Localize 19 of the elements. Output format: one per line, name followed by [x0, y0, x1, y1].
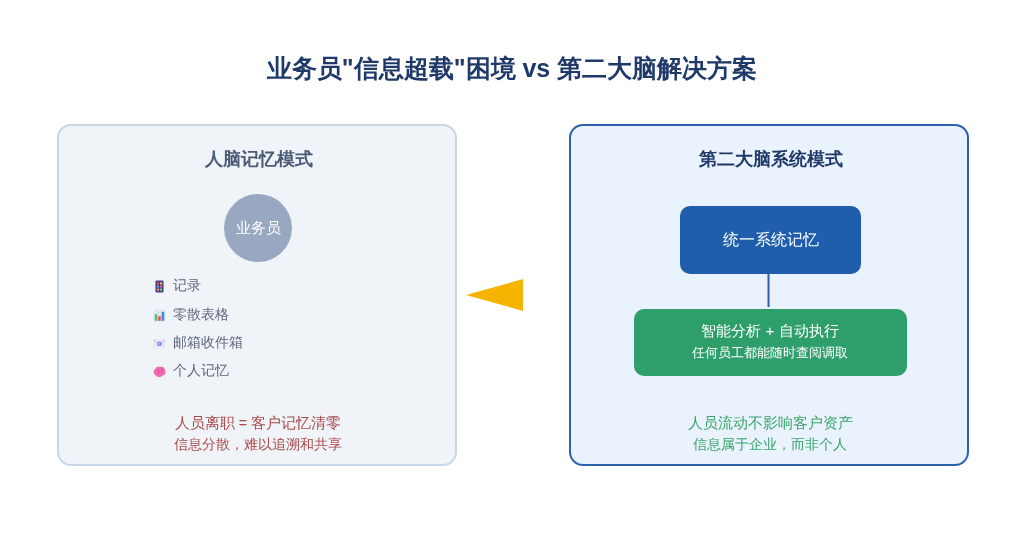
role-circle: 业务员: [224, 194, 292, 262]
note-text: 人员离职 = 客户记忆清零: [174, 413, 342, 433]
panel-heading: 第二大脑系统模式: [699, 147, 843, 171]
panel: [57, 124, 457, 466]
list-item: 记录: [173, 277, 201, 295]
list-item: 零散表格: [173, 306, 229, 324]
panel-heading: 人脑记忆模式: [205, 147, 313, 171]
connector-line: [767, 271, 770, 308]
process-box: 统一系统记忆: [680, 206, 861, 274]
title: 业务员"信息超载"困境 vs 第二大脑解决方案: [266, 53, 758, 85]
list-item: 个人记忆: [173, 362, 229, 380]
box-heading: 智能分析 + 自动执行: [701, 321, 839, 341]
panel: [569, 124, 969, 466]
note-text: 人员流动不影响客户资产: [687, 413, 853, 433]
list-item: 邮箱收件箱: [173, 334, 243, 352]
note-text: 信息分散，难以追溯和共享: [174, 436, 342, 454]
note-text: 信息属于企业，而非个人: [693, 436, 847, 454]
box-subtext: 任何员工都能随时查阅调取: [692, 346, 848, 362]
result-box: [634, 309, 907, 376]
